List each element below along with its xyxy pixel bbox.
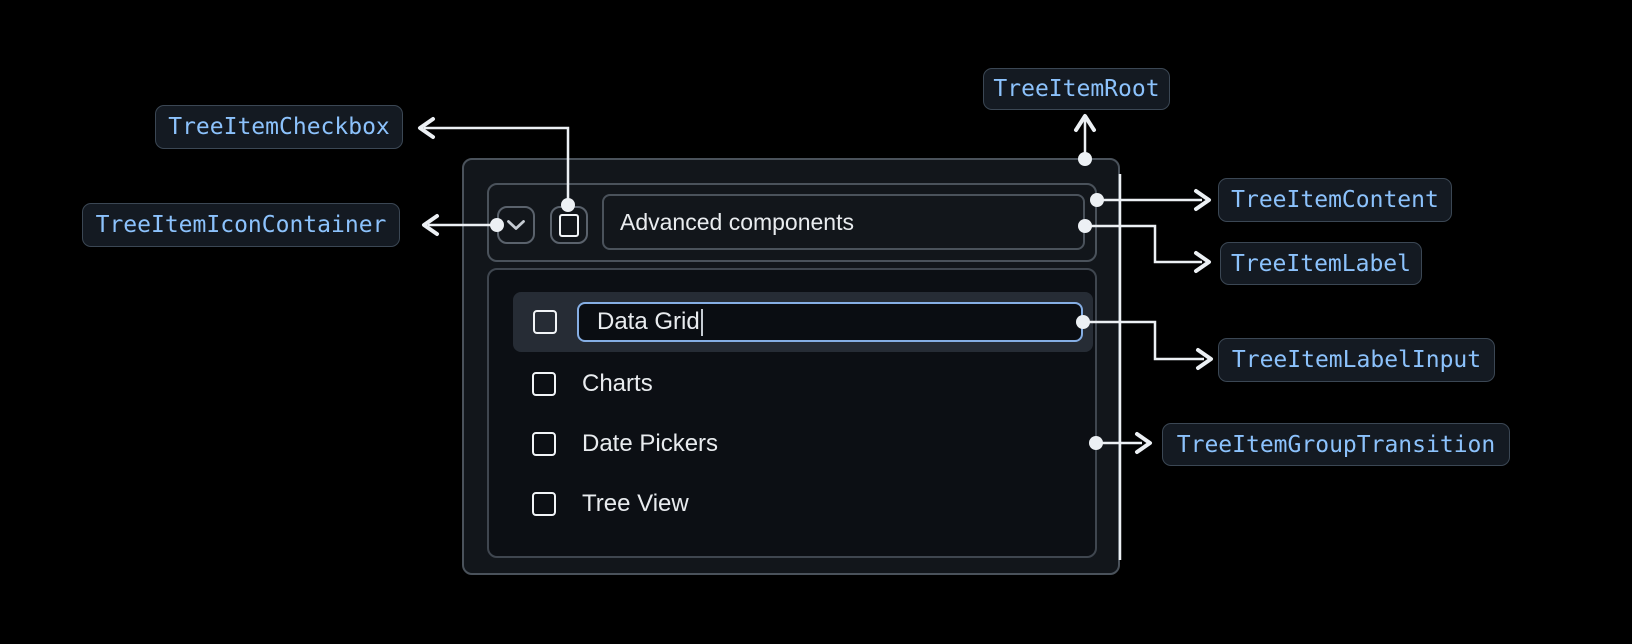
chevron-down-icon bbox=[507, 220, 525, 230]
badge-tree-item-label-input: TreeItemLabelInput bbox=[1218, 338, 1495, 382]
checkbox-charts[interactable] bbox=[532, 372, 556, 396]
badge-text: TreeItemLabel bbox=[1230, 250, 1411, 277]
arrow-left-icon bbox=[418, 117, 435, 139]
badge-text: TreeItemGroupTransition bbox=[1176, 431, 1496, 458]
text-caret bbox=[701, 309, 703, 336]
item-label-date-pickers: Date Pickers bbox=[582, 430, 719, 457]
arrow-up-icon bbox=[1074, 114, 1096, 132]
checkbox-unchecked-icon bbox=[559, 213, 579, 237]
badge-tree-item-group-transition: TreeItemGroupTransition bbox=[1162, 423, 1510, 466]
badge-text: TreeItemCheckbox bbox=[168, 114, 390, 140]
arrow-right-icon bbox=[1196, 348, 1213, 370]
badge-tree-item-icon-container: TreeItemIconContainer bbox=[82, 203, 400, 247]
item-label-charts: Charts bbox=[582, 370, 653, 397]
badge-text: TreeItemIconContainer bbox=[95, 212, 387, 238]
arrow-right-icon bbox=[1194, 251, 1211, 273]
arrow-right-icon bbox=[1135, 432, 1152, 454]
checkbox-date-pickers[interactable] bbox=[532, 432, 556, 456]
tree-item-label[interactable]: Advanced components bbox=[602, 194, 1085, 250]
badge-text: TreeItemContent bbox=[1231, 187, 1439, 213]
badge-tree-item-root: TreeItemRoot bbox=[983, 68, 1170, 110]
badge-tree-item-checkbox: TreeItemCheckbox bbox=[155, 105, 403, 149]
tree-item-checkbox[interactable] bbox=[550, 206, 588, 244]
tree-item-label-input[interactable] bbox=[577, 302, 1083, 342]
badge-text: TreeItemLabelInput bbox=[1231, 347, 1482, 373]
arrow-left-icon bbox=[422, 214, 439, 236]
badge-tree-item-label: TreeItemLabel bbox=[1220, 242, 1422, 285]
tree-item-icon-container[interactable] bbox=[497, 206, 535, 244]
checkbox-data-grid[interactable] bbox=[533, 310, 557, 334]
arrow-right-icon bbox=[1194, 189, 1211, 211]
item-label-tree-view: Tree View bbox=[582, 490, 689, 517]
badge-tree-item-content: TreeItemContent bbox=[1218, 178, 1452, 222]
badge-text: TreeItemRoot bbox=[993, 76, 1160, 102]
checkbox-tree-view[interactable] bbox=[532, 492, 556, 516]
tree-item-content[interactable] bbox=[487, 183, 1097, 262]
parent-item-label-text: Advanced components bbox=[620, 208, 854, 235]
